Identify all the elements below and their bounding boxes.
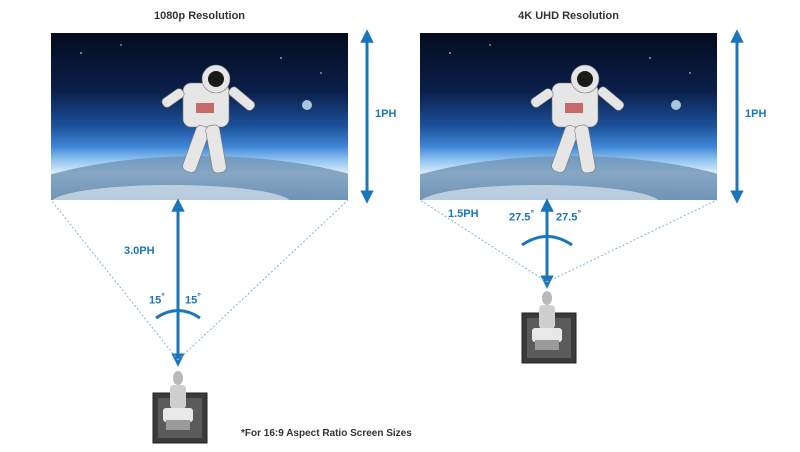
left-cone-line-right <box>177 199 349 361</box>
right-distance-label: 1.5PH <box>448 208 479 220</box>
right-angle-left-label: 27.5° <box>509 208 535 224</box>
left-angle-right-label: 15° <box>185 291 201 307</box>
right-angle-arc <box>521 235 573 247</box>
left-angle-arc <box>155 309 201 320</box>
footnote: *For 16:9 Aspect Ratio Screen Sizes <box>241 428 412 439</box>
seated-viewer-icon <box>152 371 208 444</box>
left-cone-line-left <box>50 199 179 361</box>
left-distance-label: 3.0PH <box>124 245 155 257</box>
seated-viewer-icon <box>521 291 577 364</box>
astronaut-over-earth-image <box>420 44 717 200</box>
right-cone-line-right <box>546 199 718 283</box>
left-height-label: 1PH <box>375 108 397 120</box>
right-screen-image <box>420 33 717 200</box>
astronaut-over-earth-image <box>51 44 348 200</box>
right-angle-right-label: 27.5° <box>556 208 582 224</box>
left-screen-image <box>51 33 348 200</box>
left-panel-title: 1080p Resolution <box>153 10 246 22</box>
left-angle-left-label: 15° <box>149 291 165 307</box>
right-cone-line-left <box>419 199 548 283</box>
right-panel-title: 4K UHD Resolution <box>518 10 619 22</box>
right-height-label: 1PH <box>745 108 767 120</box>
